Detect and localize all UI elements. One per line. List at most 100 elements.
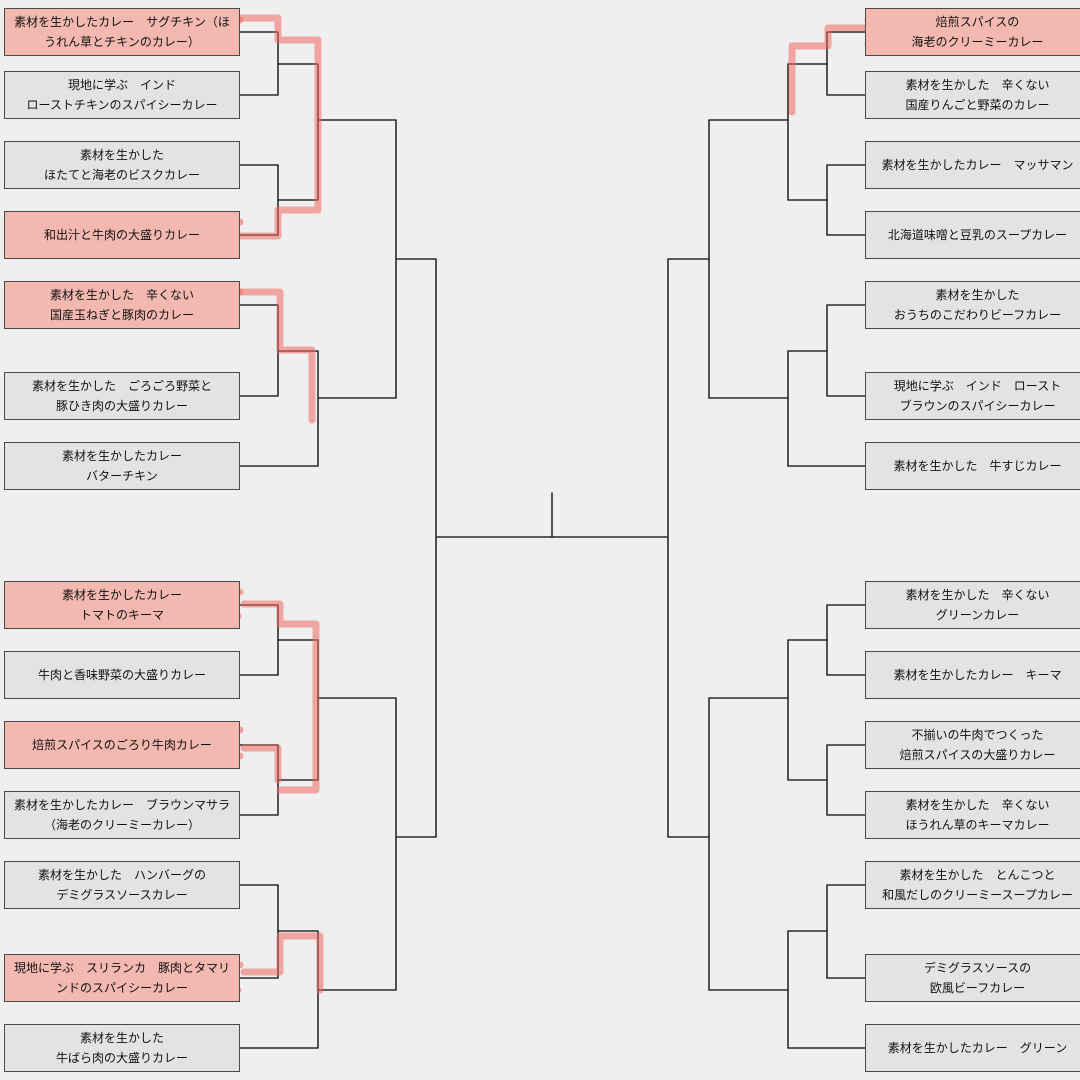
right-entry-6: 現地に学ぶ インド ローストブラウンのスパイシーカレー [865, 372, 1080, 420]
entry-label-line: 牛肉と香味野菜の大盛りカレー [37, 668, 206, 682]
entry-label-line: 不揃いの牛肉でつくった [911, 728, 1044, 742]
right-entry-1: 焙煎スパイスの海老のクリーミーカレー [865, 8, 1080, 56]
entry-label-line: 素材を生かした 辛くない [905, 78, 1050, 92]
entry-label-line: 焙煎スパイスの大盛りカレー [899, 748, 1056, 762]
left-entry-14: 素材を生かした牛ばら肉の大盛りカレー [4, 1024, 240, 1072]
left-entry-7: 素材を生かしたカレーバターチキン [4, 442, 240, 490]
connector-line [826, 31, 866, 96]
connector-line [317, 119, 397, 399]
connector-line [239, 304, 279, 397]
right-entry-3: 素材を生かしたカレー マッサマン [865, 141, 1080, 189]
left-entry-2: 現地に学ぶ インドローストチキンのスパイシーカレー [4, 71, 240, 119]
right-entry-4: 北海道味噌と豆乳のスープカレー [865, 211, 1080, 259]
left-entry-4: 和出汁と牛肉の大盛りカレー [4, 211, 240, 259]
entry-label-line: 和出汁と牛肉の大盛りカレー [43, 228, 200, 242]
highlight-stroke [240, 600, 320, 794]
entry-label-line: ンドのスパイシーカレー [55, 981, 188, 995]
left-entry-1: 素材を生かしたカレー サグチキン（ほうれん草とチキンのカレー） [4, 8, 240, 56]
connector-line [787, 639, 828, 781]
entry-label-line: 焙煎スパイスのごろり牛肉カレー [32, 738, 212, 752]
connector-lines [239, 31, 866, 1049]
highlight-stroke [240, 744, 282, 784]
right-entry-8: 素材を生かした 辛くないグリーンカレー [865, 581, 1080, 629]
connector-line [708, 697, 789, 991]
entry-label-line: 現地に学ぶ インド [67, 78, 176, 92]
entry-label-line: 素材を生かしたカレー サグチキン（ほ [14, 15, 230, 29]
entry-label-line: デミグラスソースカレー [56, 888, 188, 902]
entry-label-line: バターチキン [86, 469, 158, 483]
connector-line [239, 744, 279, 816]
connector-line [787, 63, 828, 201]
entry-label-line: 国産りんごと野菜のカレー [905, 98, 1050, 112]
highlight-stroke [236, 14, 322, 240]
entry-label-line: 和風だしのクリーミースープカレー [882, 888, 1073, 902]
entry-label-line: ローストチキンのスパイシーカレー [26, 98, 218, 112]
connector-line [826, 304, 866, 397]
right-entry-10: 不揃いの牛肉でつくった焙煎スパイスの大盛りカレー [865, 721, 1080, 769]
connector-line [708, 119, 789, 399]
entry-label-line: 素材を生かした [935, 288, 1020, 302]
connector-line [395, 258, 437, 838]
entry-label-line: 素材を生かしたカレー キーマ [893, 668, 1062, 682]
entry-label-line: ブラウンのスパイシーカレー [899, 399, 1056, 413]
right-entry-7: 素材を生かした 牛すじカレー [865, 442, 1080, 490]
entry-label-line: うれん草とチキンのカレー） [44, 35, 200, 49]
connector-line [826, 884, 866, 979]
entry-label-line: 素材を生かしたカレー グリーン [887, 1041, 1068, 1055]
connector-line [317, 697, 397, 991]
left-entry-6: 素材を生かした ごろごろ野菜と豚ひき肉の大盛りカレー [4, 372, 240, 420]
left-entry-12: 素材を生かした ハンバーグのデミグラスソースカレー [4, 861, 240, 909]
connector-line [239, 884, 279, 979]
connector-line [239, 604, 279, 676]
entry-label-line: 現地に学ぶ インド ロースト [893, 379, 1062, 393]
entry-label-line: ほうれん草のキーマカレー [905, 818, 1050, 832]
right-entry-5: 素材を生かしたおうちのこだわりビーフカレー [865, 281, 1080, 329]
entry-label-line: 素材を生かした 牛すじカレー [893, 459, 1062, 473]
entry-label-line: 海老のクリーミーカレー [911, 35, 1044, 49]
entry-label-line: 素材を生かした ごろごろ野菜と [31, 379, 212, 393]
entry-label-line: 素材を生かしたカレー [61, 588, 182, 602]
right-entry-11: 素材を生かした 辛くないほうれん草のキーマカレー [865, 791, 1080, 839]
entry-label-line: 素材を生かしたカレー マッサマン [881, 158, 1074, 172]
right-entry-14: 素材を生かしたカレー グリーン [865, 1024, 1080, 1072]
entry-label-line: 素材を生かしたカレー ブラウンマサラ [13, 798, 230, 812]
connector-line [787, 350, 866, 467]
entry-label-line: 焙煎スパイスの [935, 15, 1020, 29]
connector-line [239, 31, 279, 96]
connector-line [277, 63, 319, 201]
connector-line [826, 164, 866, 236]
entry-label-line: グリーンカレー [935, 608, 1020, 622]
entry-label-line: 北海道味噌と豆乳のスープカレー [887, 228, 1068, 242]
entry-label-line: 素材を生かした [79, 148, 164, 162]
left-entry-8: 素材を生かしたカレートマトのキーマ [4, 581, 240, 629]
right-entry-13: デミグラスソースの欧風ビーフカレー [865, 954, 1080, 1002]
entry-label-line: 豚ひき肉の大盛りカレー [55, 399, 188, 413]
entry-label-line: 欧風ビーフカレー [929, 981, 1026, 995]
entry-label-line: 牛ばら肉の大盛りカレー [55, 1051, 188, 1065]
entry-label-line: 素材を生かした とんこつと [899, 868, 1056, 882]
connector-line [826, 604, 866, 676]
entry-label-line: 素材を生かした 辛くない [905, 798, 1050, 812]
left-entry-3: 素材を生かしたほたてと海老のビスクカレー [4, 141, 240, 189]
entry-label-line: おうちのこだわりビーフカレー [893, 308, 1062, 322]
highlight-stroke [236, 288, 316, 424]
entry-label-line: 現地に学ぶ スリランカ 豚肉とタマリ [13, 961, 230, 975]
entry-label-line: ほたてと海老のビスクカレー [43, 168, 200, 182]
entry-label-line: 素材を生かした 辛くない [49, 288, 194, 302]
connector-line [239, 164, 279, 236]
entry-label-line: 素材を生かした [79, 1031, 164, 1045]
connector-line [239, 350, 319, 467]
left-entry-5: 素材を生かした 辛くない国産玉ねぎと豚肉のカレー [4, 281, 240, 329]
entry-label-line: 国産玉ねぎと豚肉のカレー [49, 308, 194, 322]
left-entry-11: 素材を生かしたカレー ブラウンマサラ （海老のクリーミーカレー） [4, 791, 240, 839]
entry-label-line: 素材を生かした ハンバーグの [37, 868, 206, 882]
connector-line [667, 258, 710, 838]
entry-label-line: トマトのキーマ [79, 608, 164, 622]
entry-label-line: （海老のクリーミーカレー） [43, 818, 200, 832]
entry-label-line: 素材を生かしたカレー [61, 449, 182, 463]
left-entry-13: 現地に学ぶ スリランカ 豚肉とタマリンドのスパイシーカレー [4, 954, 240, 1002]
connector-line [826, 744, 866, 816]
right-entry-12: 素材を生かした とんこつと和風だしのクリーミースープカレー [865, 861, 1080, 909]
left-entry-10: 焙煎スパイスのごろり牛肉カレー [4, 721, 240, 769]
highlight-stroke [240, 932, 324, 994]
